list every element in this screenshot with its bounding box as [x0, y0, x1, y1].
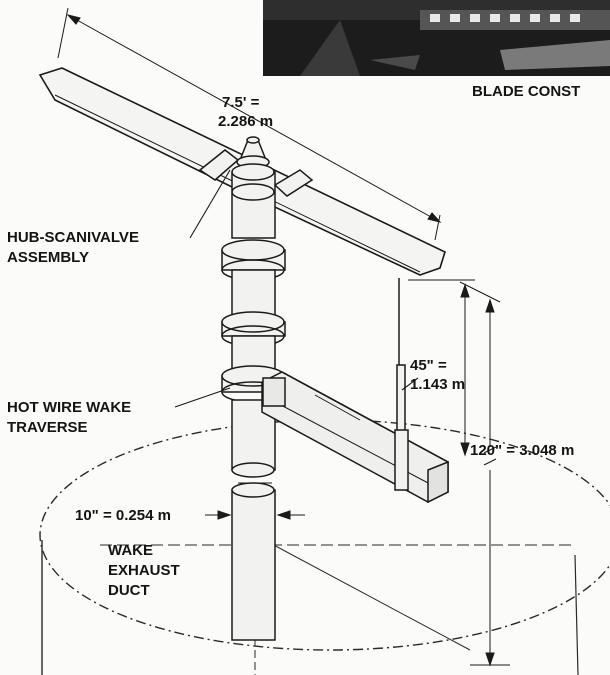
wake-exhaust-duct-outline — [39, 419, 610, 675]
hub-scanivalve-label-line1: HUB-SCANIVALVE — [7, 229, 139, 246]
duct-diameter-label: 10" = 0.254 m — [75, 507, 171, 524]
duct-diameter-dimension — [205, 482, 305, 520]
wake-exhaust-label-line3: DUCT — [108, 582, 150, 599]
wake-exhaust-label-line2: EXHAUST — [108, 562, 180, 579]
blade-dimension — [57, 7, 442, 241]
hot-wire-wake-label-line2: TRAVERSE — [7, 419, 88, 436]
overall-height-label: 120" = 3.048 m — [470, 442, 575, 459]
hot-wire-probe — [394, 278, 409, 491]
probe-dimension — [408, 279, 475, 457]
leader-lines — [174, 169, 419, 408]
probe-length-m-label: 1.143 m — [410, 376, 466, 393]
center-lines — [100, 530, 575, 675]
blade-construction-photo — [263, 0, 610, 76]
hub-scanivalve-label-line2: ASSEMBLY — [7, 249, 89, 266]
blade-length-m-label: 2.286 m — [218, 113, 274, 130]
hot-wire-wake-label-line1: HOT WIRE WAKE — [7, 399, 132, 416]
blade-length-ft-label: 7.5' = — [222, 94, 260, 111]
wake-exhaust-label-line1: WAKE — [108, 542, 153, 559]
blade-construction-caption: BLADE CONST — [472, 83, 581, 100]
height-dimension — [459, 281, 510, 667]
probe-length-ft-label: 45" = — [410, 357, 447, 374]
